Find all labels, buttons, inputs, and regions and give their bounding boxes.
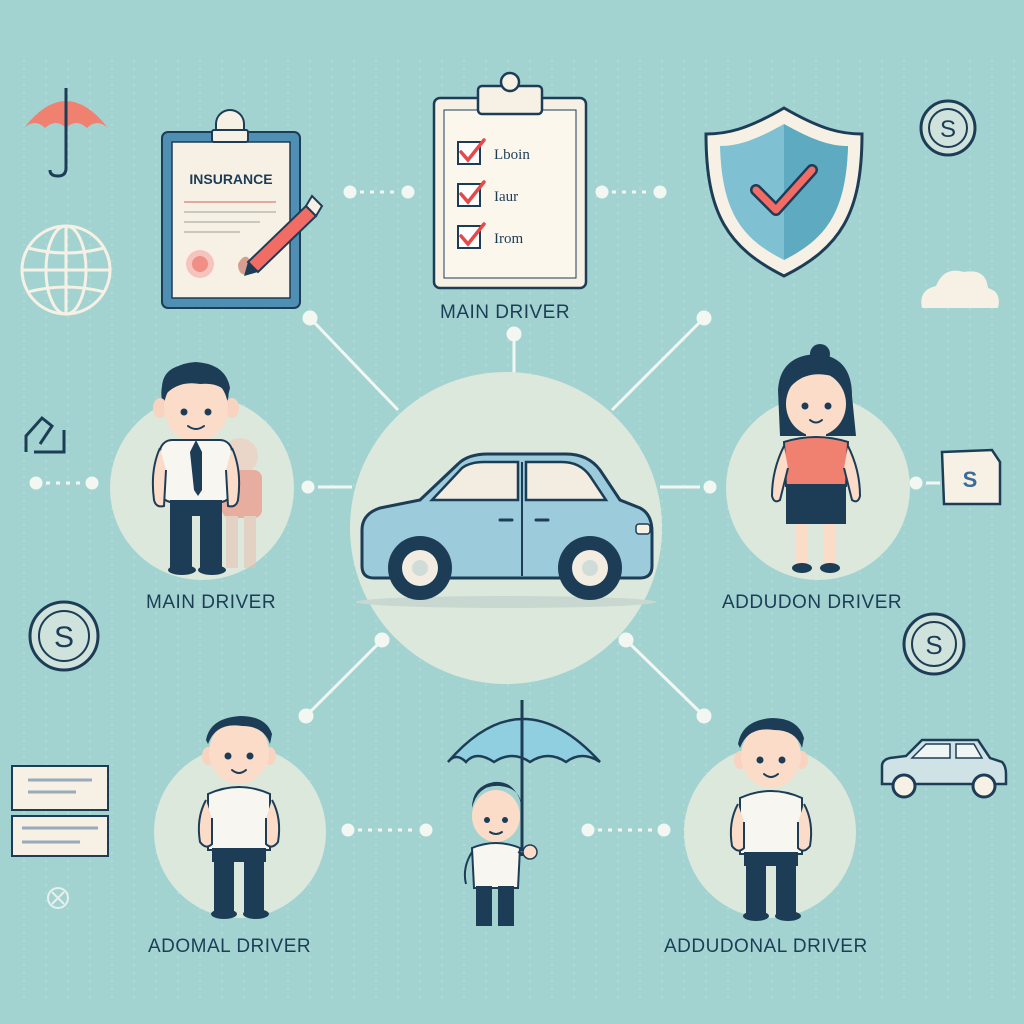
checklist-item-1-label: Lboin	[494, 147, 530, 163]
connector-car-to-additional-driver	[660, 480, 717, 494]
checklist-item-3-label: Irom	[494, 231, 523, 247]
car-icon	[356, 452, 656, 608]
child-with-umbrella	[447, 700, 601, 926]
connector-bottom-left-to-child	[341, 823, 433, 837]
label-top-center: MAIN DRIVER	[440, 302, 571, 323]
dollar-symbol: S	[925, 630, 942, 660]
label-main-driver: MAIN DRIVER	[146, 592, 277, 613]
umbrella-icon	[24, 88, 108, 178]
label-additional-driver: ADDUDON DRIVER	[722, 592, 903, 613]
edit-icon	[24, 415, 66, 454]
check-mark-icon	[459, 222, 486, 247]
checklist-item-2: Iaur	[457, 180, 518, 207]
connector-left-icon	[29, 476, 99, 490]
shield-check-icon	[704, 106, 864, 278]
cancel-icon	[47, 887, 69, 909]
pen-icon	[244, 194, 324, 276]
connector-doc-to-checklist	[343, 185, 415, 199]
dollar-coin-icon: S	[919, 99, 977, 157]
umbrella-icon	[447, 717, 601, 764]
insurance-document-icon: INSURANCE	[161, 109, 324, 309]
connector-checklist-to-shield	[595, 185, 667, 199]
connector-doc-to-car	[302, 310, 400, 412]
connector-right-icon	[909, 476, 940, 490]
connector-main-driver-to-car	[301, 480, 352, 494]
checklist-item-1: Lboin	[457, 138, 530, 165]
checklist-item-2-label: Iaur	[494, 189, 518, 205]
connectors	[29, 185, 940, 837]
bottom-left-driver-person	[197, 716, 281, 919]
insurance-document-title: INSURANCE	[189, 171, 272, 187]
checklist-item-3: Irom	[457, 222, 523, 249]
check-mark-icon	[459, 180, 486, 205]
id-card-icon	[11, 765, 109, 857]
dollar-symbol: S	[940, 116, 956, 143]
cloud-icon	[921, 270, 999, 308]
small-car-icon	[880, 738, 1008, 799]
connector-car-to-bottom-left	[298, 632, 390, 724]
dollar-coin-icon: S	[28, 600, 100, 672]
dollar-coin-icon: S	[902, 612, 966, 676]
main-driver-person	[151, 362, 262, 575]
connector-child-to-bottom-right	[581, 823, 671, 837]
dollar-note-symbol: S	[963, 467, 978, 492]
connector-checklist-to-car	[506, 326, 522, 374]
checklist-icon: Lboin Iaur Irom	[432, 71, 588, 290]
bottom-right-driver-person	[729, 718, 813, 921]
check-mark-icon	[459, 138, 486, 163]
label-bottom-right-driver: ADDUDONAL DRIVER	[664, 936, 868, 957]
globe-icon	[20, 224, 112, 316]
connector-shield-to-car	[610, 310, 712, 412]
dollar-note-icon: S	[940, 448, 1002, 506]
connector-car-to-bottom-right	[618, 632, 712, 724]
additional-driver-person	[770, 344, 862, 573]
dollar-symbol: S	[54, 621, 74, 654]
label-bottom-left-driver: ADOMAL DRIVER	[148, 936, 312, 957]
